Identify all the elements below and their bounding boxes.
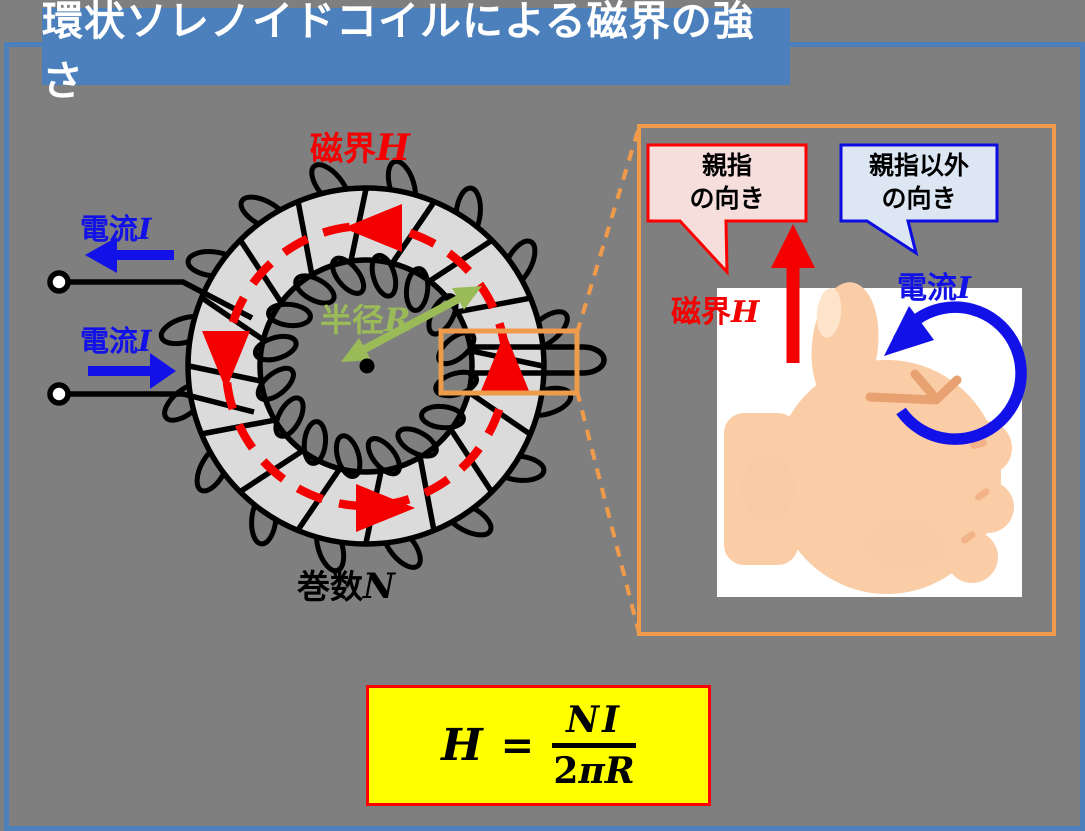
- magnetic-field-label: 磁界H: [310, 127, 411, 169]
- zoom-connector-lines: [575, 126, 641, 634]
- coil-inner-loop: [333, 433, 363, 479]
- fingers-callout-bubble: [839, 143, 999, 257]
- thumb-nail: [816, 288, 842, 338]
- inset-magnetic-field-label: 磁界H: [671, 295, 760, 330]
- title-bar: 環状ソレノイドコイルによる磁界の強さ: [42, 0, 790, 104]
- radius-label: 半径R: [320, 301, 411, 339]
- coil-inner-loop: [255, 365, 296, 402]
- coil-inner-loop: [329, 255, 367, 296]
- coil-inner-loops: [252, 252, 480, 479]
- field-direction-up-arrow-icon: [771, 224, 815, 363]
- current-arrow-in-icon: [88, 353, 176, 389]
- coil-inner-loop: [395, 426, 439, 459]
- inset-current-label: 電流I: [897, 271, 972, 306]
- formula-numerator: NI: [552, 699, 636, 748]
- zoom-source-rect: [438, 328, 580, 396]
- turns-label: 巻数N: [297, 566, 395, 607]
- coil-inner-loop: [369, 252, 399, 299]
- radius-arrow-icon: [341, 286, 482, 362]
- current-label-bottom: 電流I: [80, 324, 152, 358]
- coil-inner-loop: [293, 273, 337, 306]
- field-arrow-bottom-icon: [356, 484, 415, 532]
- curled-finger-line: [865, 369, 962, 405]
- coil-inner-loop: [266, 301, 313, 329]
- terminal-bottom: [47, 382, 71, 406]
- coil-inner-loop: [301, 419, 329, 466]
- highlighted-winding-wire: [468, 344, 607, 376]
- formula-fraction: NI 2πR: [552, 699, 636, 792]
- current-circulation-arrow-icon: [884, 301, 1027, 445]
- formula-equals: =: [500, 722, 535, 769]
- formula-lhs: H: [441, 720, 483, 771]
- current-arrow-out-icon: [85, 237, 174, 273]
- toroid-coil: [47, 126, 641, 634]
- field-arrow-right-icon: [481, 332, 529, 391]
- field-arrow-left-icon: [202, 331, 250, 390]
- right-hand-rule-inset-box: [637, 124, 1056, 636]
- thumb-callout-bubble: [646, 143, 808, 276]
- current-label-top: 電流I: [80, 212, 152, 246]
- terminal-top: [47, 270, 71, 294]
- coil-inner-loop: [252, 333, 299, 363]
- thumb-callout-text: 親指 の向き: [689, 152, 765, 213]
- formula-denominator: 2πR: [553, 750, 635, 792]
- fingers-callout-text: 親指以外 の向き: [868, 152, 969, 213]
- page-title: 環状ソレノイドコイルによる磁界の強さ: [42, 0, 755, 104]
- thumbs-up-hand: [724, 282, 1014, 594]
- field-strength-formula: H = NI 2πR: [366, 685, 711, 806]
- torus-center-dot: [359, 358, 375, 374]
- coil-inner-loop: [403, 266, 431, 313]
- coil-inner-loop: [365, 436, 402, 477]
- field-arrow-top-icon: [343, 204, 402, 252]
- coil-inner-loop: [419, 403, 466, 431]
- lead-wire-top: [59, 279, 254, 321]
- coil-inner-loop: [273, 395, 306, 439]
- right-hand-rule-illustration: [646, 143, 1027, 597]
